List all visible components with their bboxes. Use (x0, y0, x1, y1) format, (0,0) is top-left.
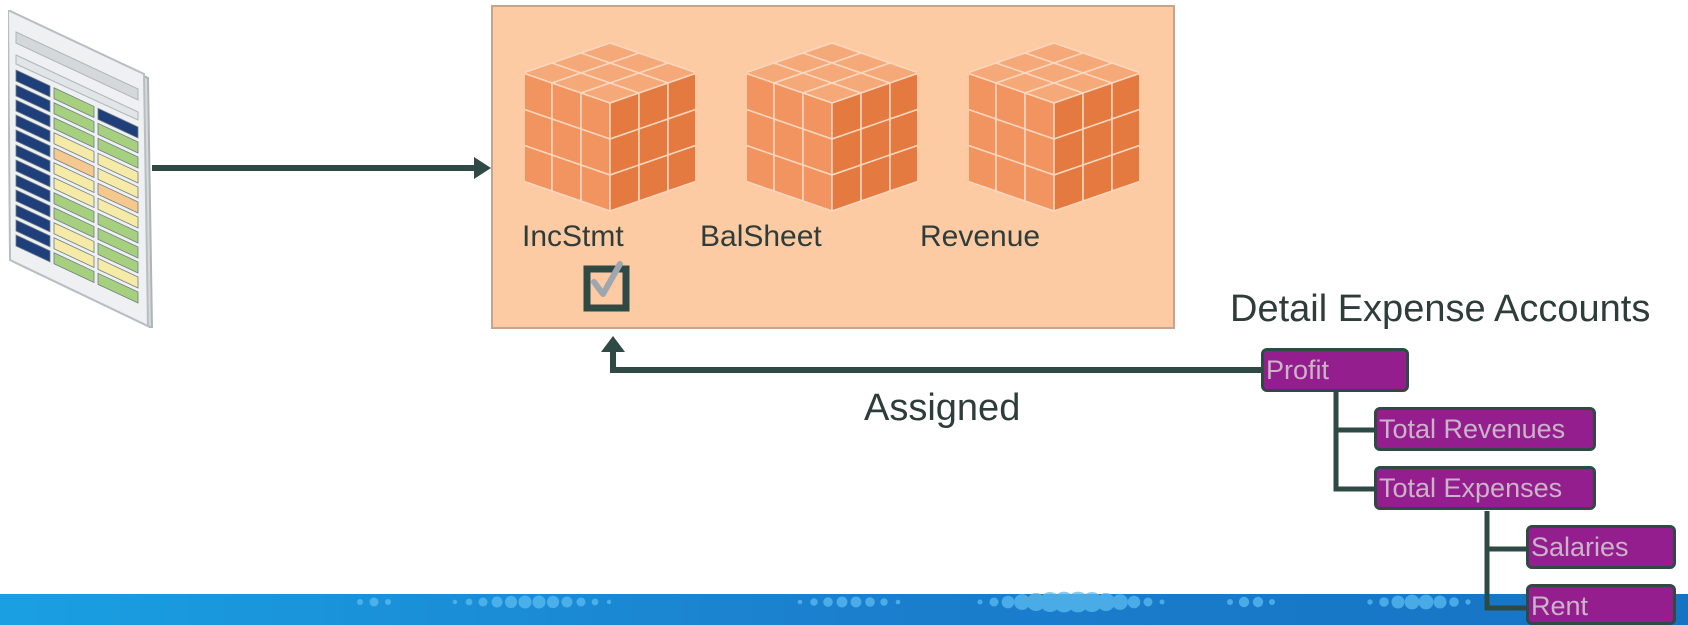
account-profit[interactable]: Profit (1261, 348, 1409, 392)
account-rent[interactable]: Rent (1526, 584, 1676, 625)
account-total-expenses[interactable]: Total Expenses (1374, 466, 1596, 510)
hierarchy-connectors (1333, 392, 1527, 611)
assigned-checkbox[interactable] (582, 256, 632, 316)
account-salaries[interactable]: Salaries (1526, 525, 1676, 569)
assigned-arrow (601, 336, 1262, 373)
cube-icon (969, 42, 1139, 213)
hierarchy-title: Detail Expense Accounts (1230, 288, 1651, 330)
account-total-revenues[interactable]: Total Revenues (1374, 407, 1596, 451)
feed-arrow (152, 157, 491, 179)
cube-icon (747, 42, 917, 213)
assigned-label: Assigned (864, 387, 1021, 429)
check-icon (591, 261, 623, 297)
cube-icon (525, 42, 695, 213)
spreadsheet-icon (8, 10, 154, 328)
cube-label-incstmt: IncStmt (522, 220, 624, 253)
cube-label-balsheet: BalSheet (700, 220, 822, 253)
footer-band (0, 591, 1688, 625)
cube-label-revenue: Revenue (920, 220, 1041, 253)
